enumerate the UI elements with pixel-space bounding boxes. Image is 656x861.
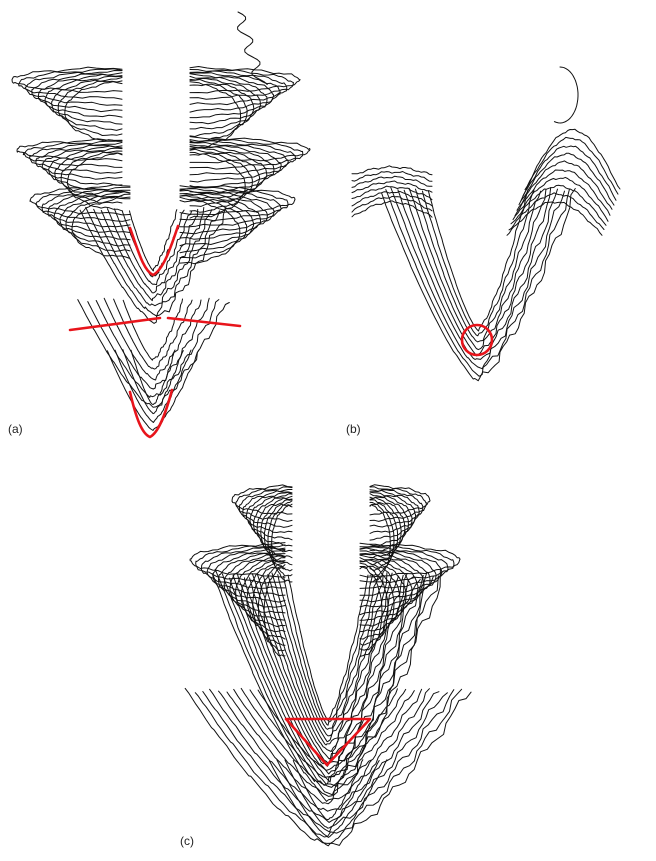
contour-line (72, 198, 130, 259)
contour-lines-c (185, 485, 471, 846)
red-cut-line-right (168, 318, 240, 326)
contour-line (58, 81, 122, 136)
panel-a: (a) (8, 12, 310, 437)
panel-c: (c) (180, 485, 471, 848)
contour-line (398, 189, 558, 359)
contour-line (277, 760, 379, 838)
panel-b: (b) (346, 67, 620, 436)
contour-line (107, 350, 198, 431)
contour-line (507, 202, 602, 235)
contour-line (210, 689, 448, 822)
contour-line (96, 298, 209, 389)
contour-line (250, 573, 408, 763)
contour-line (80, 208, 225, 323)
panel-label-a: (a) (8, 422, 23, 436)
contour-lines-b (352, 67, 620, 381)
contour-line (78, 300, 230, 408)
contour-line (370, 497, 408, 551)
contour-line (352, 172, 432, 182)
red-cut-line-left (70, 318, 160, 330)
contour-line (382, 189, 576, 381)
contour-line (238, 12, 268, 85)
panel-label-c: (c) (180, 834, 194, 848)
contour-line (123, 299, 182, 360)
contour-lines-a (12, 12, 310, 430)
panel-label-b: (b) (346, 422, 361, 436)
contour-line (554, 67, 578, 123)
contour-line (360, 567, 388, 651)
contour-line (130, 210, 177, 271)
